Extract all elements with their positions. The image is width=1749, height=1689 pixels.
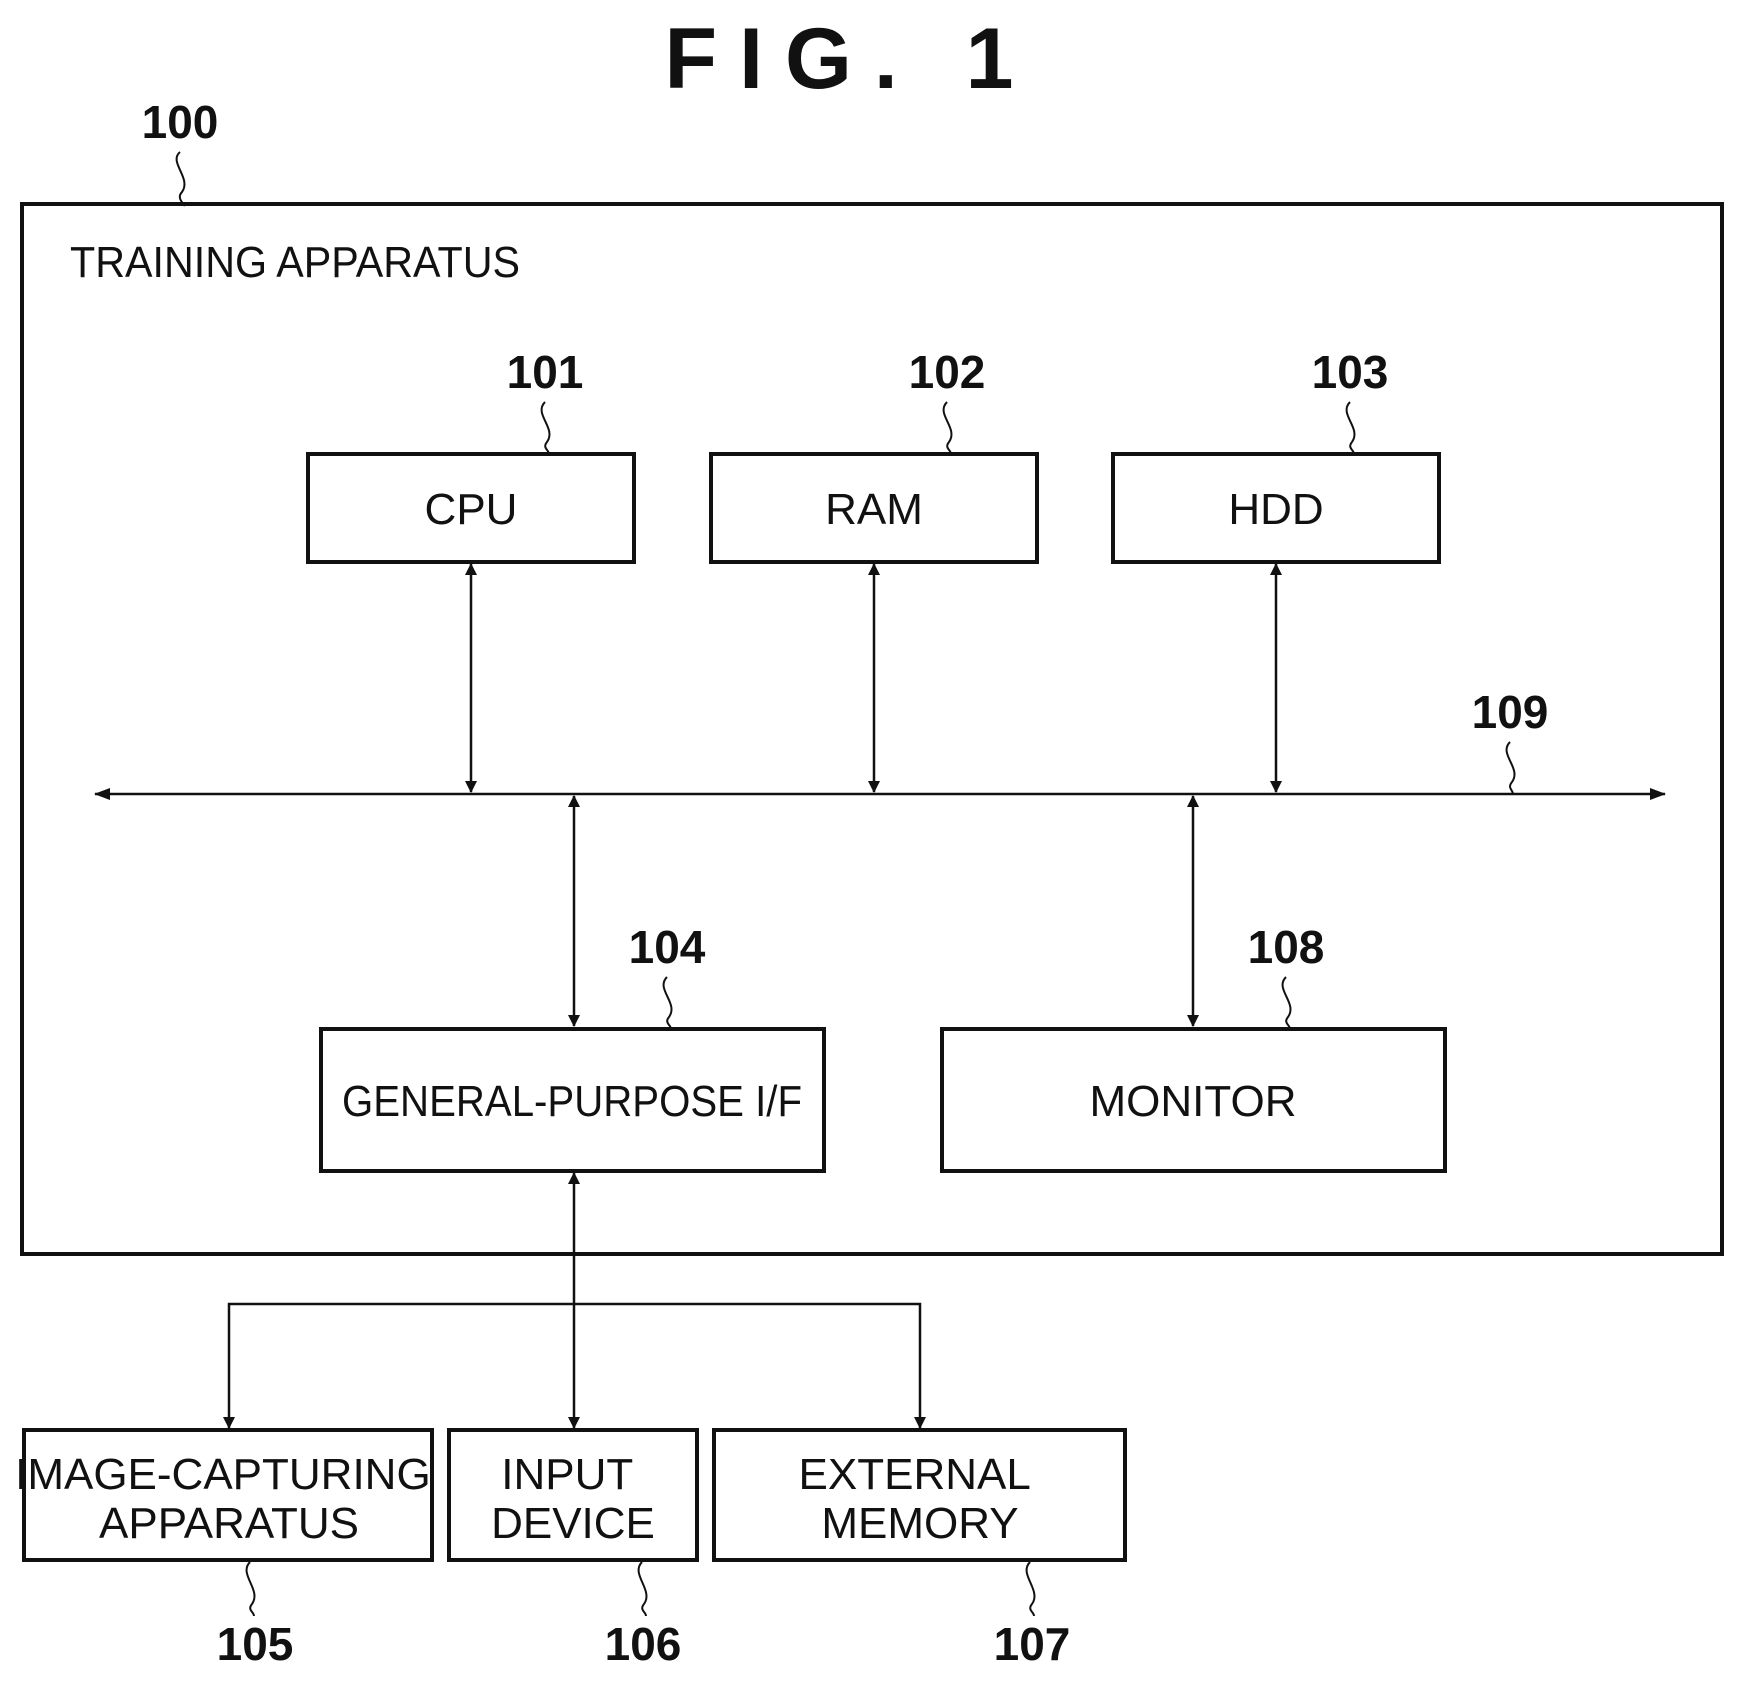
ram-leader [944,402,952,454]
cpu-ref: 101 [507,346,584,398]
gp-if-ref: 104 [629,921,706,973]
ram-label: RAM [825,485,923,534]
external-memory-label-line1: EXTERNAL [799,1450,1031,1499]
input-device-leader [639,1562,647,1616]
input-device-ref: 106 [605,1618,682,1670]
external-memory-label-line2: MEMORY [821,1499,1018,1548]
apparatus-leader [177,152,185,206]
gp-if-leader [664,977,672,1029]
external-memory-ref: 107 [994,1618,1071,1670]
monitor-label: MONITOR [1090,1077,1297,1126]
hdd-leader [1347,402,1355,454]
hdd-label: HDD [1228,485,1323,534]
input-device-label-line1: INPUT [501,1450,632,1499]
cpu-leader [542,402,550,454]
monitor-ref: 108 [1248,921,1325,973]
bus-ref: 109 [1472,686,1549,738]
hdd-ref: 103 [1312,346,1389,398]
figure-title: FIG. 1 [665,11,1036,107]
external-memory-leader [1027,1562,1035,1616]
monitor-leader [1283,977,1291,1029]
apparatus-label: TRAINING APPARATUS [70,238,520,287]
image-capturing-label-line1: IMAGE-CAPTURING [15,1450,431,1499]
image-capturing-ref: 105 [217,1618,294,1670]
ram-ref: 102 [909,346,986,398]
apparatus-ref: 100 [142,96,219,148]
gp-if-label: GENERAL-PURPOSE I/F [342,1077,802,1126]
external-memory-label: EXTERNAL MEMORY [799,1450,1042,1548]
apparatus-box [22,204,1722,1254]
image-capturing-leader [247,1562,255,1616]
input-device-label: INPUT DEVICE [491,1450,655,1548]
image-capturing-label-line2: APPARATUS [99,1499,359,1548]
input-device-label-line2: DEVICE [491,1499,655,1548]
bus-leader [1507,742,1515,794]
cpu-label: CPU [425,485,518,534]
